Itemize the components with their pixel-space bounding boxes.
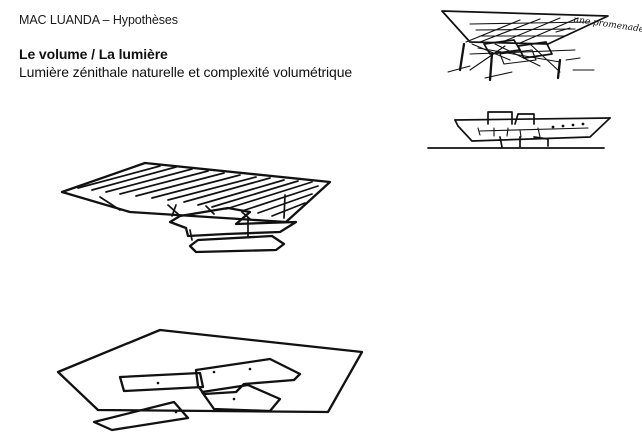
section-sketch (427, 111, 611, 149)
floor-plates-sketch (56, 328, 364, 432)
section-subtitle: Lumière zénithale naturelle et complexit… (19, 64, 353, 80)
sketch-annotation: une promenade (573, 15, 642, 35)
perspective-sketch: une promenade (441, 10, 642, 82)
striped-roof-sketch (60, 161, 332, 254)
project-title: MAC LUANDA – Hypothèses (19, 13, 178, 27)
section-title: Le volume / La lumière (19, 46, 168, 62)
